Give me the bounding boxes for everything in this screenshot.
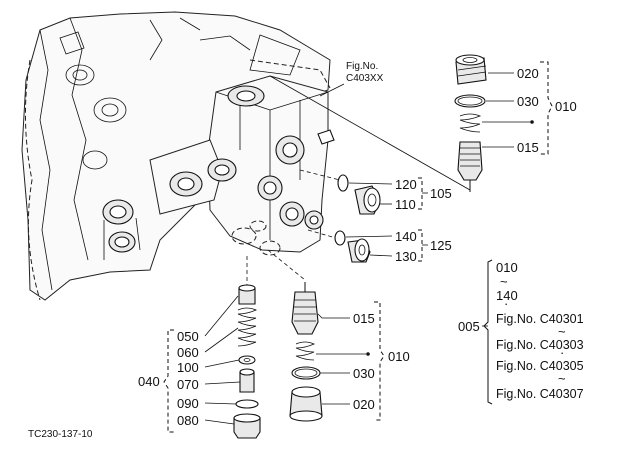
label-130: 130 [395, 249, 417, 264]
label-060: 060 [177, 345, 199, 360]
label-110: 110 [395, 197, 416, 212]
range-start: 010 [496, 260, 518, 275]
fig-ref-4: Fig.No. C40307 [496, 387, 584, 401]
label-125: 125 [430, 238, 452, 253]
label-100: 100 [177, 360, 199, 375]
lower-left-stack [163, 256, 261, 439]
fig-tilde-2: ~ [558, 371, 566, 386]
label-070: 070 [177, 377, 199, 392]
label-080: 080 [177, 413, 199, 428]
upper-valve-assembly [454, 54, 553, 192]
label-140: 140 [395, 229, 417, 244]
fig-ref-2: Fig.No. C40303 [496, 338, 584, 352]
label-015-top: 015 [517, 140, 539, 155]
valve-body [149, 59, 335, 256]
label-020-bottom: 020 [353, 397, 375, 412]
label-120: 120 [395, 177, 417, 192]
fig-dot-2: · [560, 345, 564, 360]
label-105: 105 [430, 186, 452, 201]
fig-ref-line2: C403XX [346, 73, 384, 84]
label-010-bottom: 010 [388, 349, 410, 364]
label-030-bottom: 030 [353, 366, 375, 381]
fig-ref-1: Fig.No. C40301 [496, 312, 584, 326]
drawing-id: TC230-137-10 [28, 429, 93, 440]
label-050: 050 [177, 329, 199, 344]
label-040: 040 [138, 374, 160, 389]
label-090: 090 [177, 396, 199, 411]
middle-plugs [299, 169, 428, 263]
fig-tilde-1: ~ [558, 324, 566, 339]
range-tilde: ~ [500, 274, 508, 289]
fig-ref-line1: Fig.No. [346, 61, 378, 72]
reference-block [482, 259, 493, 405]
range-dot: · [504, 296, 508, 311]
lower-right-stack [267, 249, 385, 422]
label-020-top: 020 [517, 66, 539, 81]
label-005: 005 [458, 319, 480, 334]
label-030-top: 030 [517, 94, 539, 109]
label-010-top: 010 [555, 99, 577, 114]
label-015-bottom: 015 [353, 311, 375, 326]
fig-ref-3: Fig.No. C40305 [496, 359, 584, 373]
figure-reference: Fig.No. C403XX [319, 61, 384, 97]
range-end: 140 [496, 288, 518, 303]
